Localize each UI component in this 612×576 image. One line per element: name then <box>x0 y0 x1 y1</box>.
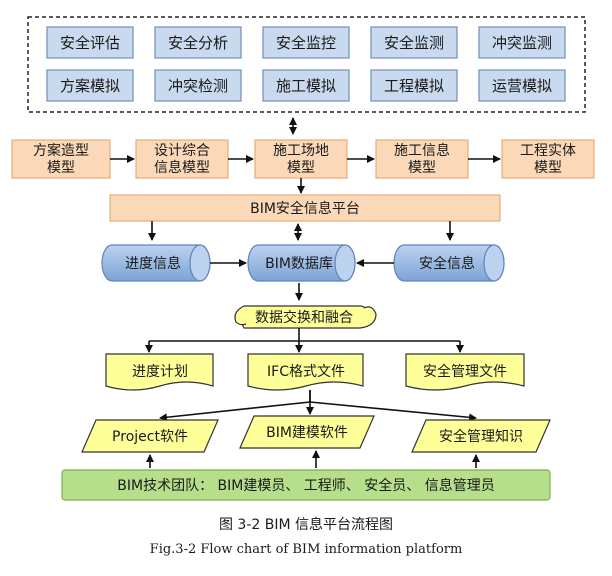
func-box: 施工模拟 <box>262 69 350 102</box>
model-label-line1: 设计综合 <box>154 143 210 159</box>
bim-modeling-software-label: BIM建模软件 <box>266 425 348 441</box>
platform-bar: BIM安全信息平台 <box>109 194 501 222</box>
func-box: 工程模拟 <box>370 69 458 102</box>
safety-info-label: 安全信息 <box>419 255 475 272</box>
bim-database-cylinder: BIM数据库 <box>247 244 356 282</box>
bim-database-label: BIM数据库 <box>265 256 333 272</box>
func-label: 运营模拟 <box>492 77 552 95</box>
func-label: 施工模拟 <box>276 77 336 95</box>
figure-caption-zh: 图 3-2 BIM 信息平台流程图 <box>219 516 393 533</box>
func-label: 安全分析 <box>168 34 228 52</box>
func-label: 安全监测 <box>384 34 444 52</box>
connector-arrow <box>159 401 311 422</box>
model-label-line1: 工程实体 <box>520 143 576 159</box>
top-row-2: 方案模拟 冲突检测 施工模拟 工程模拟 运营模拟 <box>46 69 566 102</box>
data-exchange-node: 数据交换和融合 <box>234 305 377 329</box>
func-box: 安全监测 <box>370 26 458 59</box>
func-label: 冲突监测 <box>492 34 552 52</box>
safety-knowledge-label: 安全管理知识 <box>439 428 523 445</box>
func-box: 安全监控 <box>262 26 350 59</box>
figure-caption-en: Fig.3-2 Flow chart of BIM information pl… <box>150 542 463 557</box>
func-label: 安全评估 <box>60 34 120 52</box>
ifc-file-label: IFC格式文件 <box>267 364 345 380</box>
model-label-line2: 模型 <box>534 160 562 176</box>
func-box: 运营模拟 <box>478 69 566 102</box>
bim-team-label: BIM技术团队： BIM建模员、 工程师、 安全员、 信息管理员 <box>117 477 494 494</box>
safety-knowledge-node: 安全管理知识 <box>411 419 551 453</box>
progress-plan-label: 进度计划 <box>132 364 188 380</box>
model-box: 施工信息 模型 <box>375 139 469 179</box>
bim-team-bar: BIM技术团队： BIM建模员、 工程师、 安全员、 信息管理员 <box>61 469 551 501</box>
func-label: 安全监控 <box>276 34 336 52</box>
model-box: 施工场地 模型 <box>254 139 348 179</box>
func-box: 冲突检测 <box>154 69 242 102</box>
func-label: 方案模拟 <box>60 77 120 95</box>
connector-arrow <box>309 401 477 422</box>
model-label-line1: 施工信息 <box>394 142 450 159</box>
model-label-line2: 模型 <box>408 160 436 176</box>
progress-info-cylinder: 进度信息 <box>101 244 211 282</box>
model-label-line1: 施工场地 <box>273 143 329 159</box>
model-row: 方案造型 模型 设计综合 信息模型 施工场地 模型 施工信息 模型 工程实体 模… <box>11 139 595 179</box>
func-box: 方案模拟 <box>46 69 134 102</box>
func-box: 安全分析 <box>154 26 242 59</box>
func-label: 冲突检测 <box>168 77 228 95</box>
ifc-file-doc: IFC格式文件 <box>247 353 364 391</box>
model-box: 方案造型 模型 <box>11 139 111 179</box>
func-box: 冲突监测 <box>478 26 566 59</box>
model-label-line2: 模型 <box>47 160 75 176</box>
safety-management-doc-label: 安全管理文件 <box>423 363 507 380</box>
safety-management-doc: 安全管理文件 <box>405 353 525 391</box>
safety-info-cylinder: 安全信息 <box>393 244 505 282</box>
top-row-1: 安全评估 安全分析 安全监控 安全监测 冲突监测 <box>46 26 566 59</box>
model-label-line1: 方案造型 <box>33 142 89 159</box>
project-software-label: Project软件 <box>112 429 188 445</box>
func-box: 安全评估 <box>46 26 134 59</box>
project-software-node: Project软件 <box>81 419 219 453</box>
func-label: 工程模拟 <box>384 77 444 95</box>
model-box: 设计综合 信息模型 <box>135 139 229 179</box>
platform-label: BIM安全信息平台 <box>250 200 360 217</box>
model-box: 工程实体 模型 <box>501 139 595 179</box>
bim-modeling-software-node: BIM建模软件 <box>239 415 375 449</box>
model-label-line2: 信息模型 <box>154 159 210 176</box>
progress-plan-doc: 进度计划 <box>105 353 214 391</box>
model-label-line2: 模型 <box>287 160 315 176</box>
data-exchange-label: 数据交换和融合 <box>255 309 353 326</box>
progress-info-label: 进度信息 <box>125 255 181 272</box>
